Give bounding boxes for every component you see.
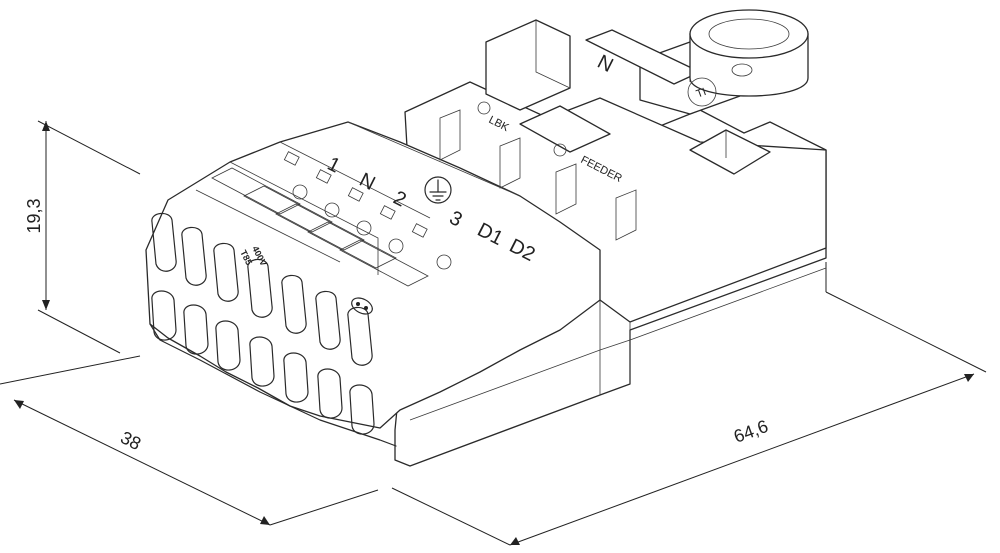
release-levers [211,151,452,287]
terminal-slots [151,212,375,435]
earth-symbol-icon [424,176,452,204]
approval-mark-icon [351,297,373,315]
dimension-length: 64,6 [391,262,987,546]
n-label: N [594,51,617,77]
dimension-height-label: 19,3 [24,198,44,233]
terminal-slot [315,290,343,419]
terminal-slot [181,226,209,355]
terminal-slot [247,258,275,387]
dimension-length-label: 64,6 [731,416,771,447]
dimension-depth-label: 38 [117,427,144,454]
mounting-boss: TI [687,9,809,107]
terminal-slot [151,212,177,341]
dimension-height: 19,3 [24,120,141,354]
terminal-slot [281,274,309,403]
ti-marking: TI [695,86,708,101]
ti-marking-circle [687,77,717,107]
terminal-slot [213,242,241,371]
terminal-slot [347,306,375,435]
